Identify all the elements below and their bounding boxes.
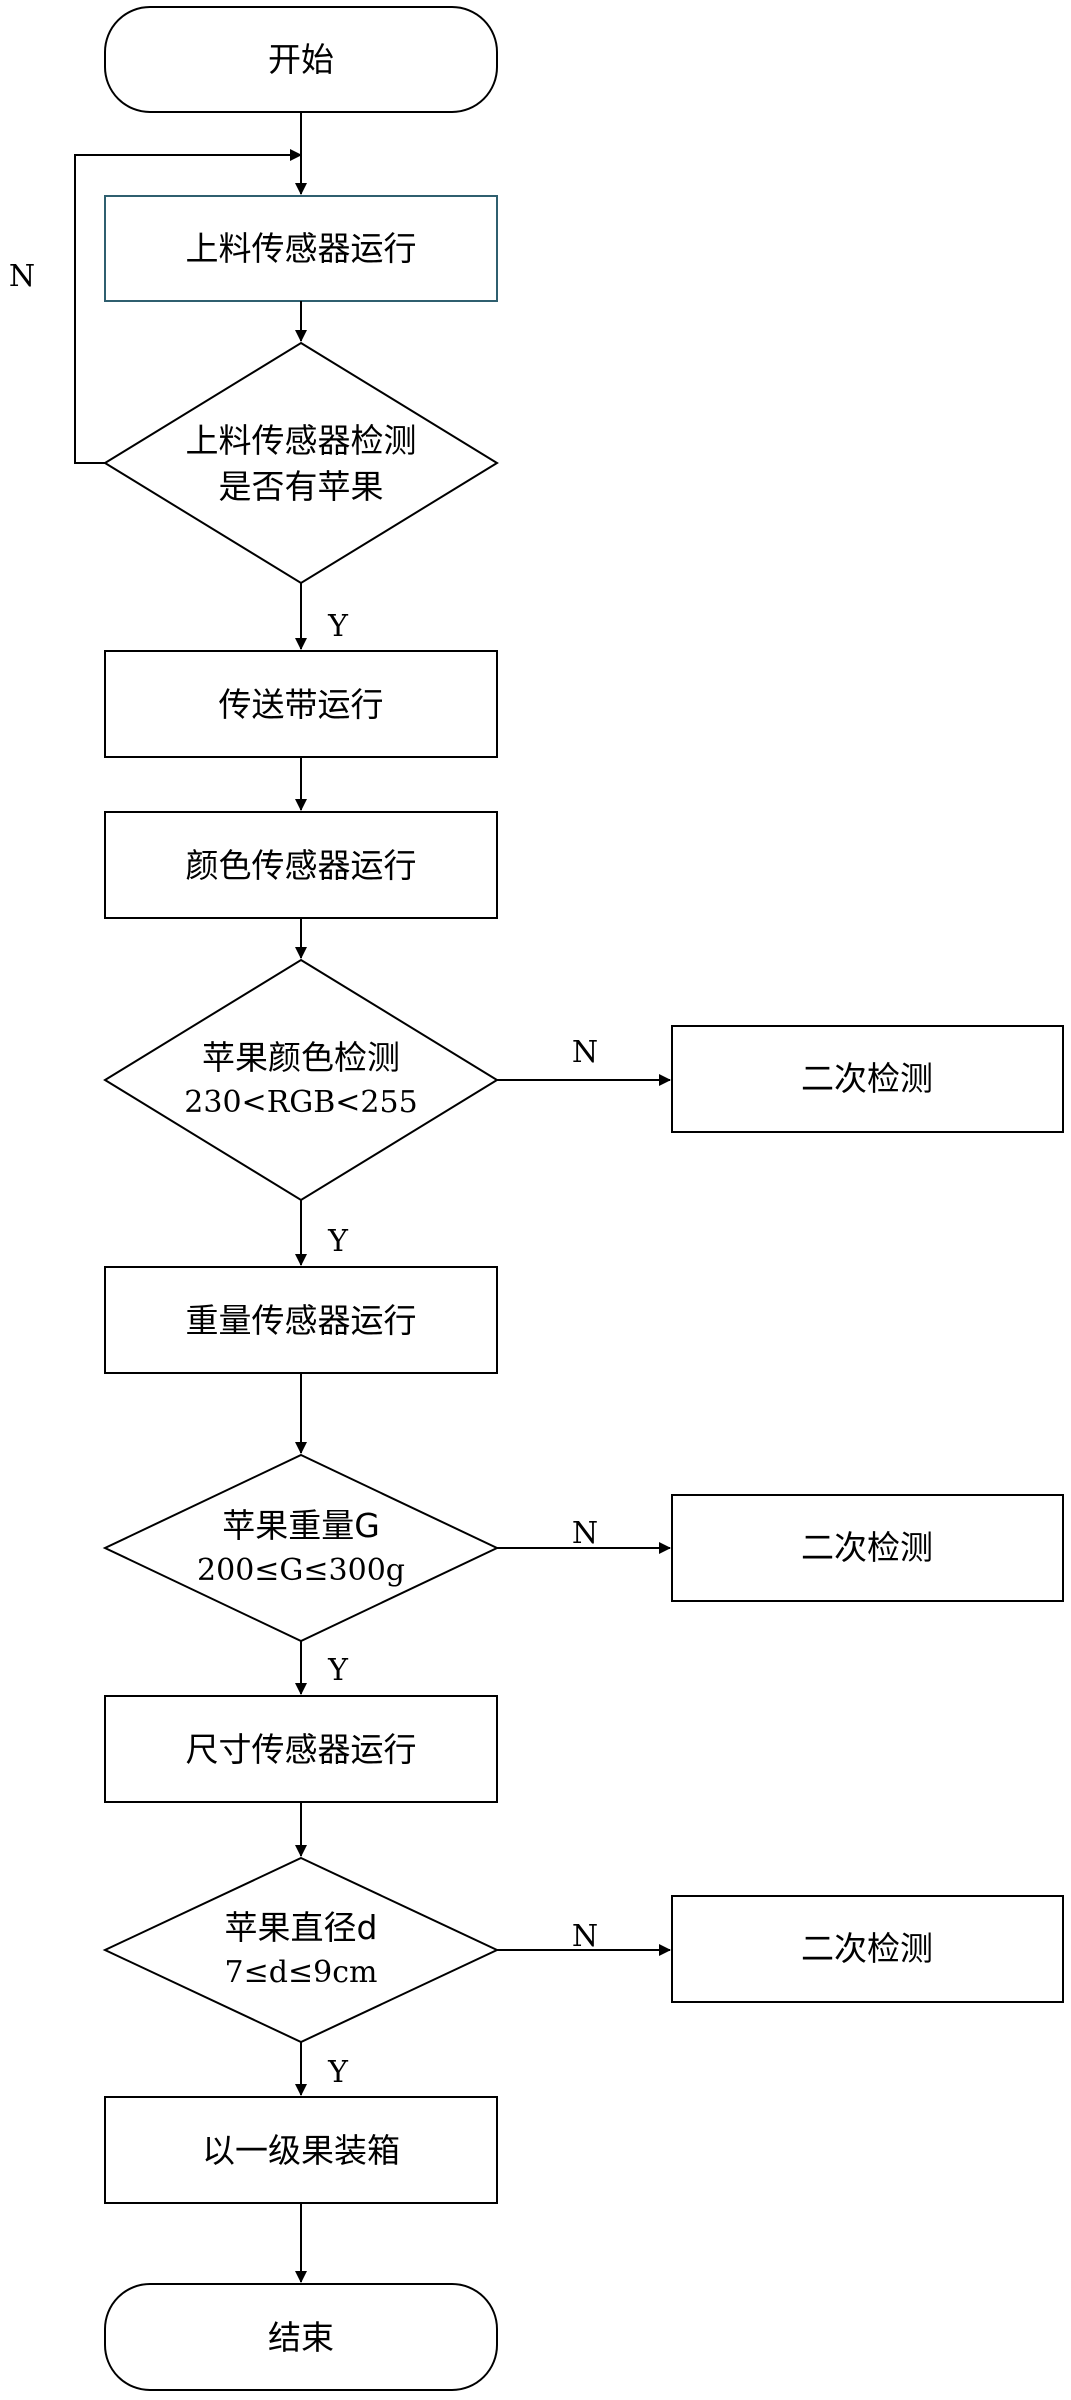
feed-no-label: N (9, 259, 35, 294)
recheck-box-2: 二次检测 (671, 1494, 1064, 1602)
color-check-label-line1: 苹果颜色检测 (202, 1038, 400, 1077)
pack-grade-one-label: 以一级果装箱 (202, 2131, 400, 2170)
feed-check-label-line1: 上料传感器检测 (186, 421, 417, 460)
feed-check-decision: 上料传感器检测 是否有苹果 (103, 341, 499, 585)
weight-sensor-run-label: 重量传感器运行 (186, 1301, 417, 1340)
recheck-box-3: 二次检测 (671, 1895, 1064, 2003)
weight-check-label-line2: 200≤G≤300g (197, 1553, 405, 1588)
recheck-box-1: 二次检测 (671, 1025, 1064, 1133)
feed-sensor-run-box: 上料传感器运行 (104, 195, 498, 302)
start-label: 开始 (268, 40, 334, 79)
weight-yes-label: Y (327, 1653, 349, 1688)
color-check-label-line2: 230<RGB<255 (184, 1085, 417, 1120)
weight-check-decision: 苹果重量G 200≤G≤300g (102, 1453, 500, 1643)
color-yes-label: Y (327, 1224, 349, 1259)
feed-yes-label: Y (327, 609, 349, 644)
feed-sensor-run-label: 上料传感器运行 (186, 229, 417, 268)
start-node: 开始 (104, 6, 498, 113)
color-check-decision: 苹果颜色检测 230<RGB<255 (103, 958, 499, 1202)
weight-check-label-line1: 苹果重量G (222, 1506, 380, 1545)
end-label: 结束 (268, 2318, 334, 2357)
feed-check-label-line2: 是否有苹果 (219, 467, 384, 506)
recheck-label-2: 二次检测 (801, 1528, 933, 1567)
pack-grade-one-box: 以一级果装箱 (104, 2096, 498, 2204)
end-node: 结束 (104, 2283, 498, 2391)
conveyor-run-label: 传送带运行 (219, 685, 384, 724)
color-no-label: N (572, 1035, 598, 1070)
edge-feed-check-no-loop (74, 149, 302, 464)
size-no-label: N (572, 1919, 598, 1954)
color-sensor-run-label: 颜色传感器运行 (186, 846, 417, 885)
size-check-label-line1: 苹果直径d (225, 1908, 378, 1947)
color-sensor-run-box: 颜色传感器运行 (104, 811, 498, 919)
size-sensor-run-box: 尺寸传感器运行 (104, 1695, 498, 1803)
conveyor-run-box: 传送带运行 (104, 650, 498, 758)
recheck-label-1: 二次检测 (801, 1059, 933, 1098)
size-yes-label: Y (327, 2055, 349, 2090)
size-check-label-line2: 7≤d≤9cm (225, 1955, 378, 1990)
weight-sensor-run-box: 重量传感器运行 (104, 1266, 498, 1374)
recheck-label-3: 二次检测 (801, 1929, 933, 1968)
size-sensor-run-label: 尺寸传感器运行 (186, 1730, 417, 1769)
size-check-decision: 苹果直径d 7≤d≤9cm (102, 1856, 500, 2044)
weight-no-label: N (572, 1516, 598, 1551)
